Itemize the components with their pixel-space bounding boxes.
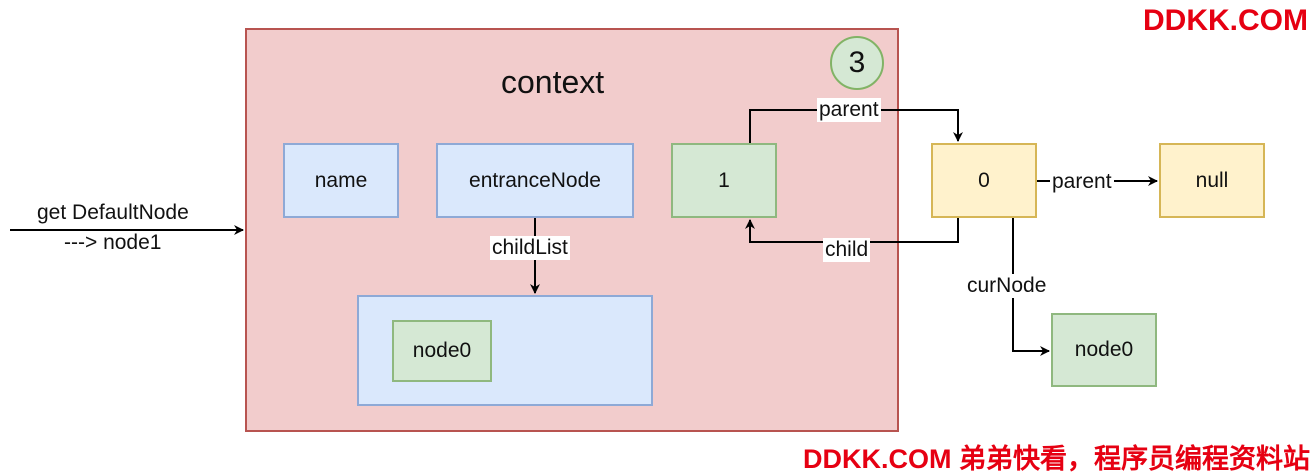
cur-node0-box: node0 bbox=[1051, 313, 1157, 387]
cur-node-edge bbox=[1012, 218, 1050, 356]
input-label-line2: ---> node1 bbox=[64, 231, 162, 254]
watermark-bottom: DDKK.COM 弟弟快看，程序员编程资料站 bbox=[803, 444, 1310, 474]
list-node0-box: node0 bbox=[392, 320, 492, 382]
parent-label-0-to-null: parent bbox=[1050, 170, 1114, 194]
child-list-label: childList bbox=[490, 236, 570, 260]
context-title: context bbox=[501, 64, 605, 100]
node1-box: 1 bbox=[671, 143, 777, 218]
entrance-node-box: entranceNode bbox=[436, 143, 634, 218]
step-badge: 3 bbox=[830, 36, 884, 90]
watermark-top: DDKK.COM bbox=[1143, 4, 1308, 37]
name-field-box: name bbox=[283, 143, 399, 218]
input-label-line1: get DefaultNode bbox=[37, 201, 189, 224]
parent-label-1-to-0: parent bbox=[817, 98, 881, 122]
node0-box: 0 bbox=[931, 143, 1037, 218]
child-label-0-to-1: child bbox=[823, 238, 871, 262]
cur-node-label: curNode bbox=[965, 274, 1049, 298]
null-box: null bbox=[1159, 143, 1265, 218]
